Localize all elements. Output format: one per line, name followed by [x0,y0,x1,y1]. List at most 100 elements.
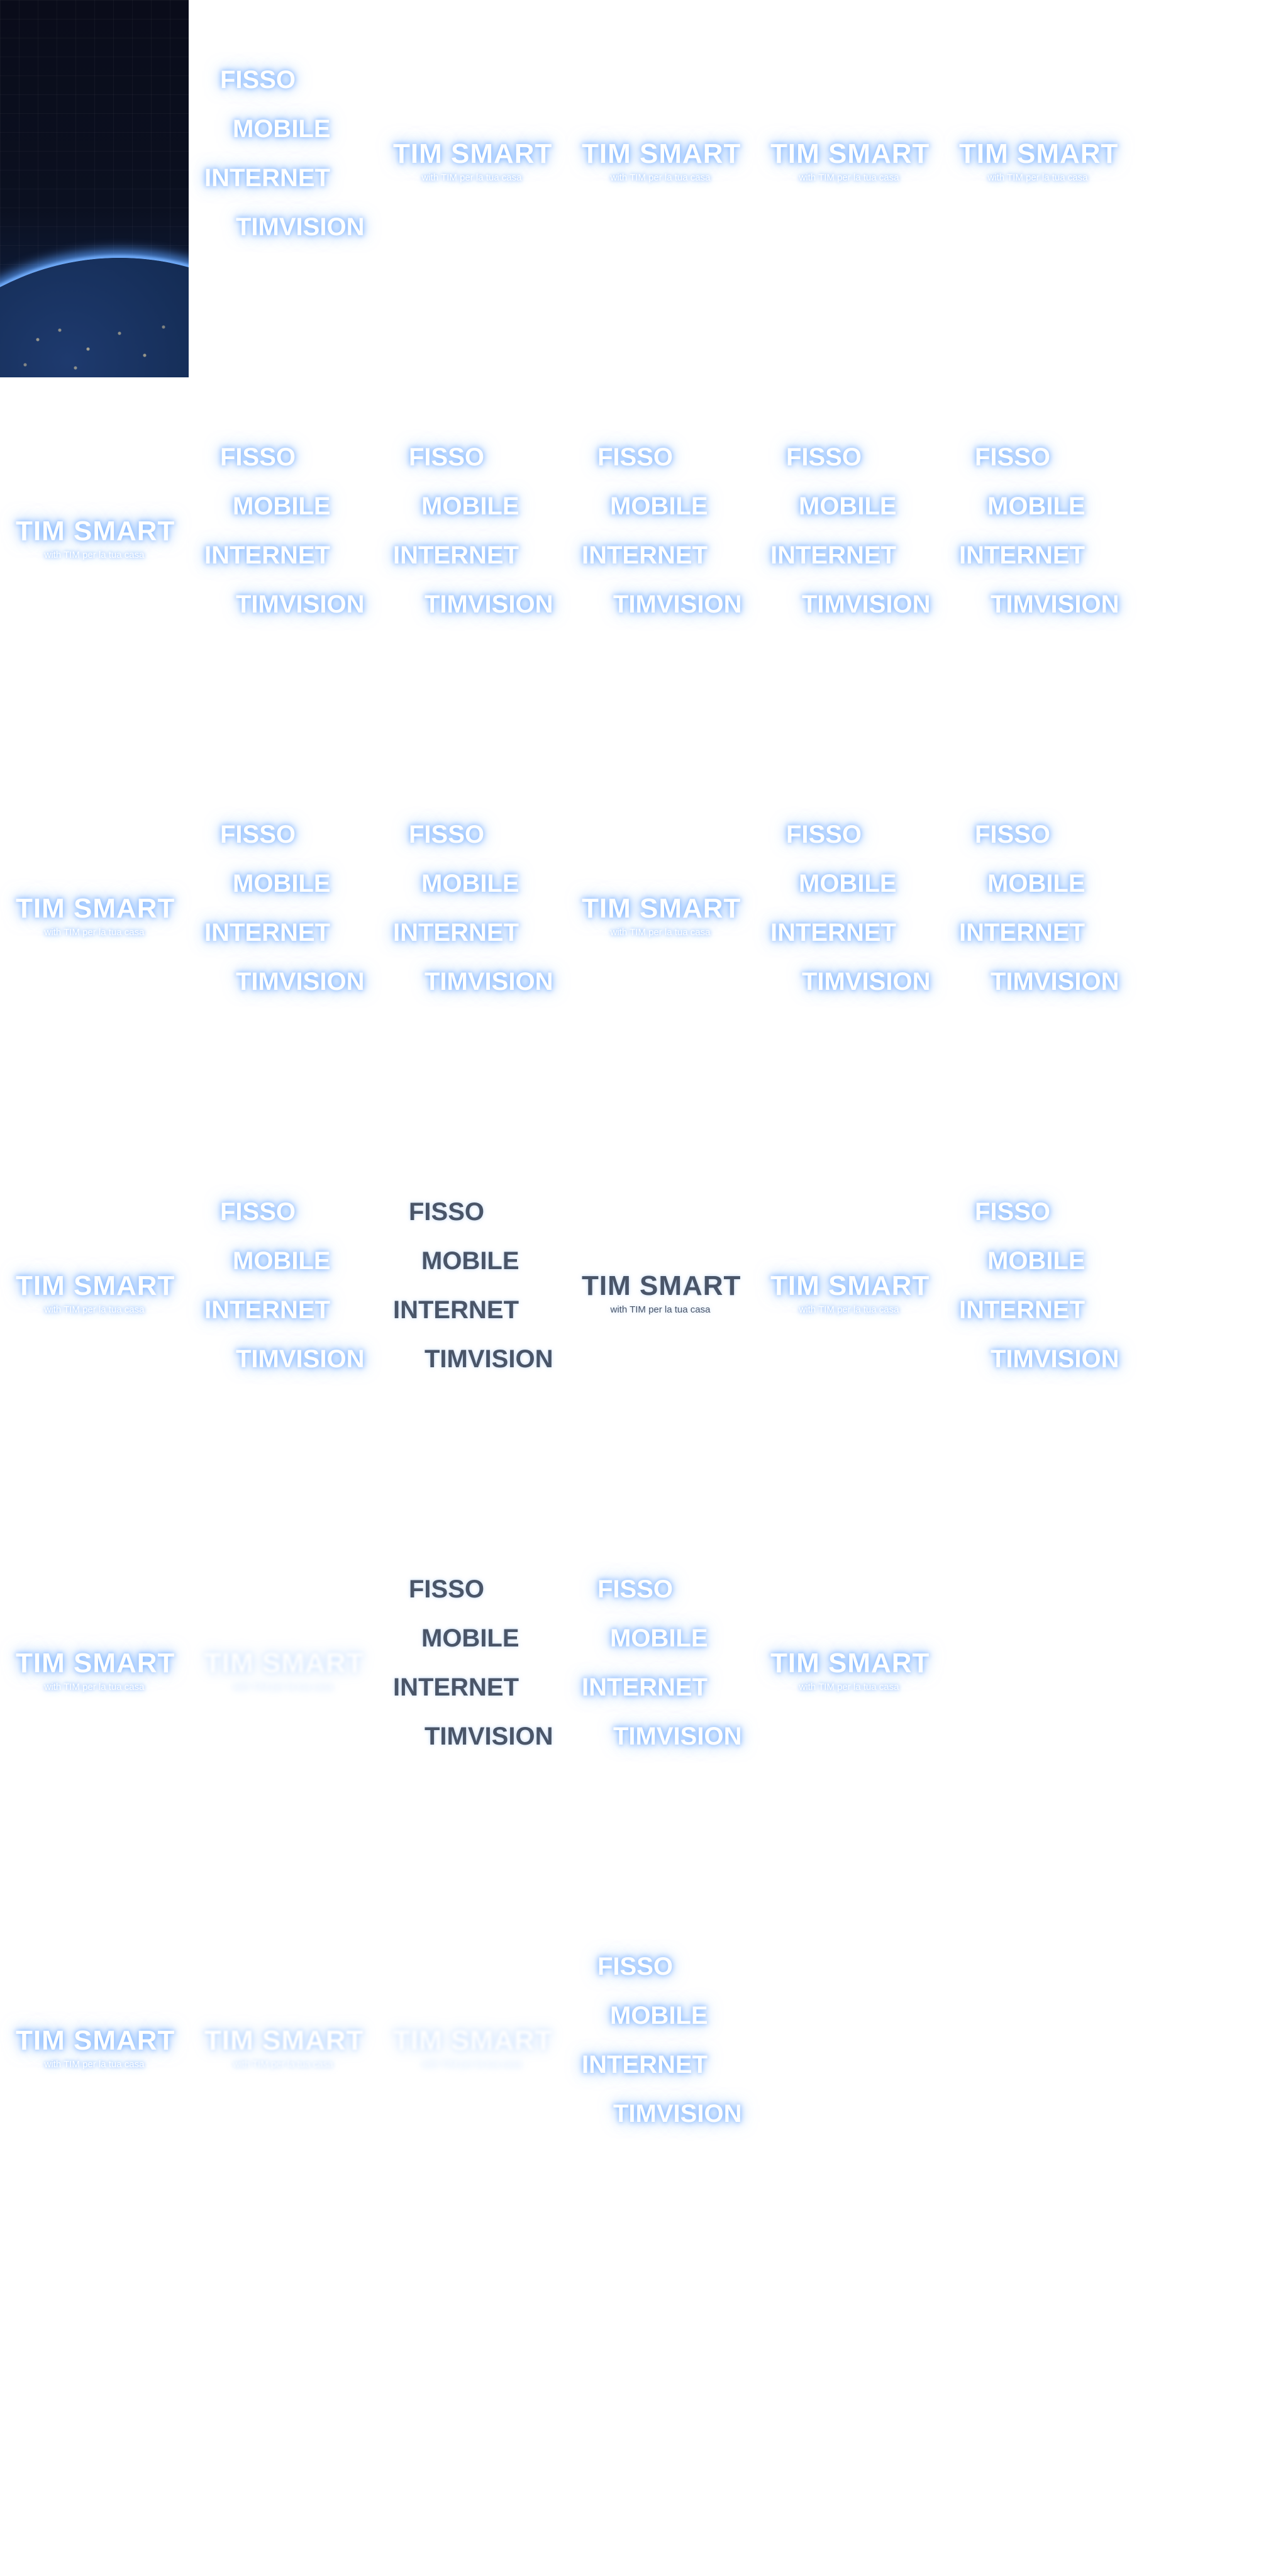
menu-item-timvision[interactable]: TIMVISION [613,1723,742,1750]
menu-item-fisso[interactable]: FISSO [597,1953,674,1980]
logo-name: TIM SMART [582,138,741,169]
menu-item-fisso[interactable]: FISSO [409,443,485,471]
logo-tagline: with TIM per la tua casa [421,2059,522,2070]
menu-item-timvision[interactable]: TIMVISION [613,591,742,618]
menu-item-timvision[interactable]: TIMVISION [236,1345,365,1373]
menu-item-mobile[interactable]: MOBILE [421,1624,519,1652]
menu-item-fisso[interactable]: FISSO [220,66,296,94]
menu-item-mobile[interactable]: MOBILE [421,1247,519,1275]
menu-item-mobile[interactable]: MOBILE [233,870,331,897]
menu-frame: FISSO MOBILE INTERNET TIMVISION [943,1132,1132,1509]
tim-smart-logo: TIM SMART with TIM per la tua casa [16,2025,175,2070]
menu-item-timvision[interactable]: TIMVISION [991,591,1119,618]
menu-item-internet[interactable]: INTERNET [770,919,896,947]
menu-item-internet[interactable]: INTERNET [204,164,330,192]
menu-item-internet[interactable]: INTERNET [959,919,1085,947]
menu-item-timvision[interactable]: TIMVISION [236,213,365,241]
menu-item-fisso[interactable]: FISSO [220,1198,296,1226]
menu-item-internet[interactable]: INTERNET [393,1674,519,1701]
logo-name: TIM SMART [770,1648,930,1679]
menu-item-mobile[interactable]: MOBILE [987,1247,1085,1275]
menu-item-internet[interactable]: INTERNET [582,541,708,569]
logo-name: TIM SMART [582,1270,741,1301]
logo-name: TIM SMART [16,2025,175,2056]
logo-tagline: with TIM per la tua casa [799,172,899,183]
menu-item-fisso[interactable]: FISSO [786,821,862,848]
logo-tagline: with TIM per la tua casa [233,2059,333,2070]
menu-item-timvision[interactable]: TIMVISION [991,968,1119,996]
menu-item-timvision[interactable]: TIMVISION [802,591,931,618]
menu-item-mobile[interactable]: MOBILE [610,2002,708,2029]
menu-frame: FISSO MOBILE INTERNET TIMVISION [377,1132,566,1509]
menu-item-timvision[interactable]: TIMVISION [236,968,365,996]
logo-tagline: with TIM per la tua casa [233,1682,333,1692]
logo-tagline: with TIM per la tua casa [610,1304,711,1315]
menu-item-internet[interactable]: INTERNET [204,1296,330,1324]
menu-item-internet[interactable]: INTERNET [770,541,896,569]
menu-item-internet[interactable]: INTERNET [393,1296,519,1324]
menu-item-mobile[interactable]: MOBILE [233,492,331,520]
tim-smart-logo-frame: TIM SMART with TIM per la tua casa [566,1132,755,1509]
menu-frame: FISSO MOBILE INTERNET TIMVISION [755,377,943,755]
menu-item-mobile[interactable]: MOBILE [987,870,1085,897]
menu-item-timvision[interactable]: TIMVISION [425,1723,553,1750]
menu-item-timvision[interactable]: TIMVISION [236,591,365,618]
menu-item-mobile[interactable]: MOBILE [421,870,519,897]
logo-tagline: with TIM per la tua casa [44,927,145,938]
menu-item-internet[interactable]: INTERNET [959,1296,1085,1324]
logo-tagline: with TIM per la tua casa [44,2059,145,2070]
menu-item-fisso[interactable]: FISSO [975,821,1051,848]
menu-item-mobile[interactable]: MOBILE [233,1247,331,1275]
menu-item-mobile[interactable]: MOBILE [421,492,519,520]
menu-item-fisso[interactable]: FISSO [220,443,296,471]
tim-smart-logo: TIM SMART with TIM per la tua casa [16,516,175,560]
menu-item-mobile[interactable]: MOBILE [799,870,897,897]
menu-item-fisso[interactable]: FISSO [975,1198,1051,1226]
menu-item-fisso[interactable]: FISSO [220,821,296,848]
menu-item-mobile[interactable]: MOBILE [610,492,708,520]
menu-item-fisso[interactable]: FISSO [597,1575,674,1603]
menu-item-fisso[interactable]: FISSO [786,443,862,471]
menu-item-fisso[interactable]: FISSO [409,1198,485,1226]
menu-item-internet[interactable]: INTERNET [959,541,1085,569]
logo-tagline: with TIM per la tua casa [44,550,145,560]
logo-tagline: with TIM per la tua casa [610,927,711,938]
menu-item-timvision[interactable]: TIMVISION [613,2100,742,2128]
menu-item-timvision[interactable]: TIMVISION [991,1345,1119,1373]
menu-frame: FISSO MOBILE INTERNET TIMVISION [566,1887,755,2264]
menu-item-mobile[interactable]: MOBILE [610,1624,708,1652]
menu-item-fisso[interactable]: FISSO [597,443,674,471]
menu-item-fisso[interactable]: FISSO [975,443,1051,471]
menu-item-mobile[interactable]: MOBILE [233,115,331,143]
menu-item-internet[interactable]: INTERNET [204,919,330,947]
menu-item-internet[interactable]: INTERNET [204,541,330,569]
logo-name: TIM SMART [16,516,175,547]
menu-item-timvision[interactable]: TIMVISION [425,591,553,618]
logo-name: TIM SMART [770,138,930,169]
menu-item-timvision[interactable]: TIMVISION [802,968,931,996]
logo-name: TIM SMART [204,1648,364,1679]
menu-item-internet[interactable]: INTERNET [393,919,519,947]
menu-item-fisso[interactable]: FISSO [409,821,485,848]
menu-frame: FISSO MOBILE INTERNET TIMVISION [943,755,1132,1132]
menu-item-mobile[interactable]: MOBILE [799,492,897,520]
menu-item-fisso[interactable]: FISSO [409,1575,485,1603]
menu-item-internet[interactable]: INTERNET [582,1674,708,1701]
menu-item-timvision[interactable]: TIMVISION [425,968,553,996]
menu-item-internet[interactable]: INTERNET [582,2051,708,2079]
menu-item-timvision[interactable]: TIMVISION [425,1345,553,1373]
menu-frame: FISSO MOBILE INTERNET TIMVISION [566,1509,755,1887]
menu-item-mobile[interactable]: MOBILE [987,492,1085,520]
menu-item-internet[interactable]: INTERNET [393,541,519,569]
logo-tagline: with TIM per la tua casa [44,1304,145,1315]
